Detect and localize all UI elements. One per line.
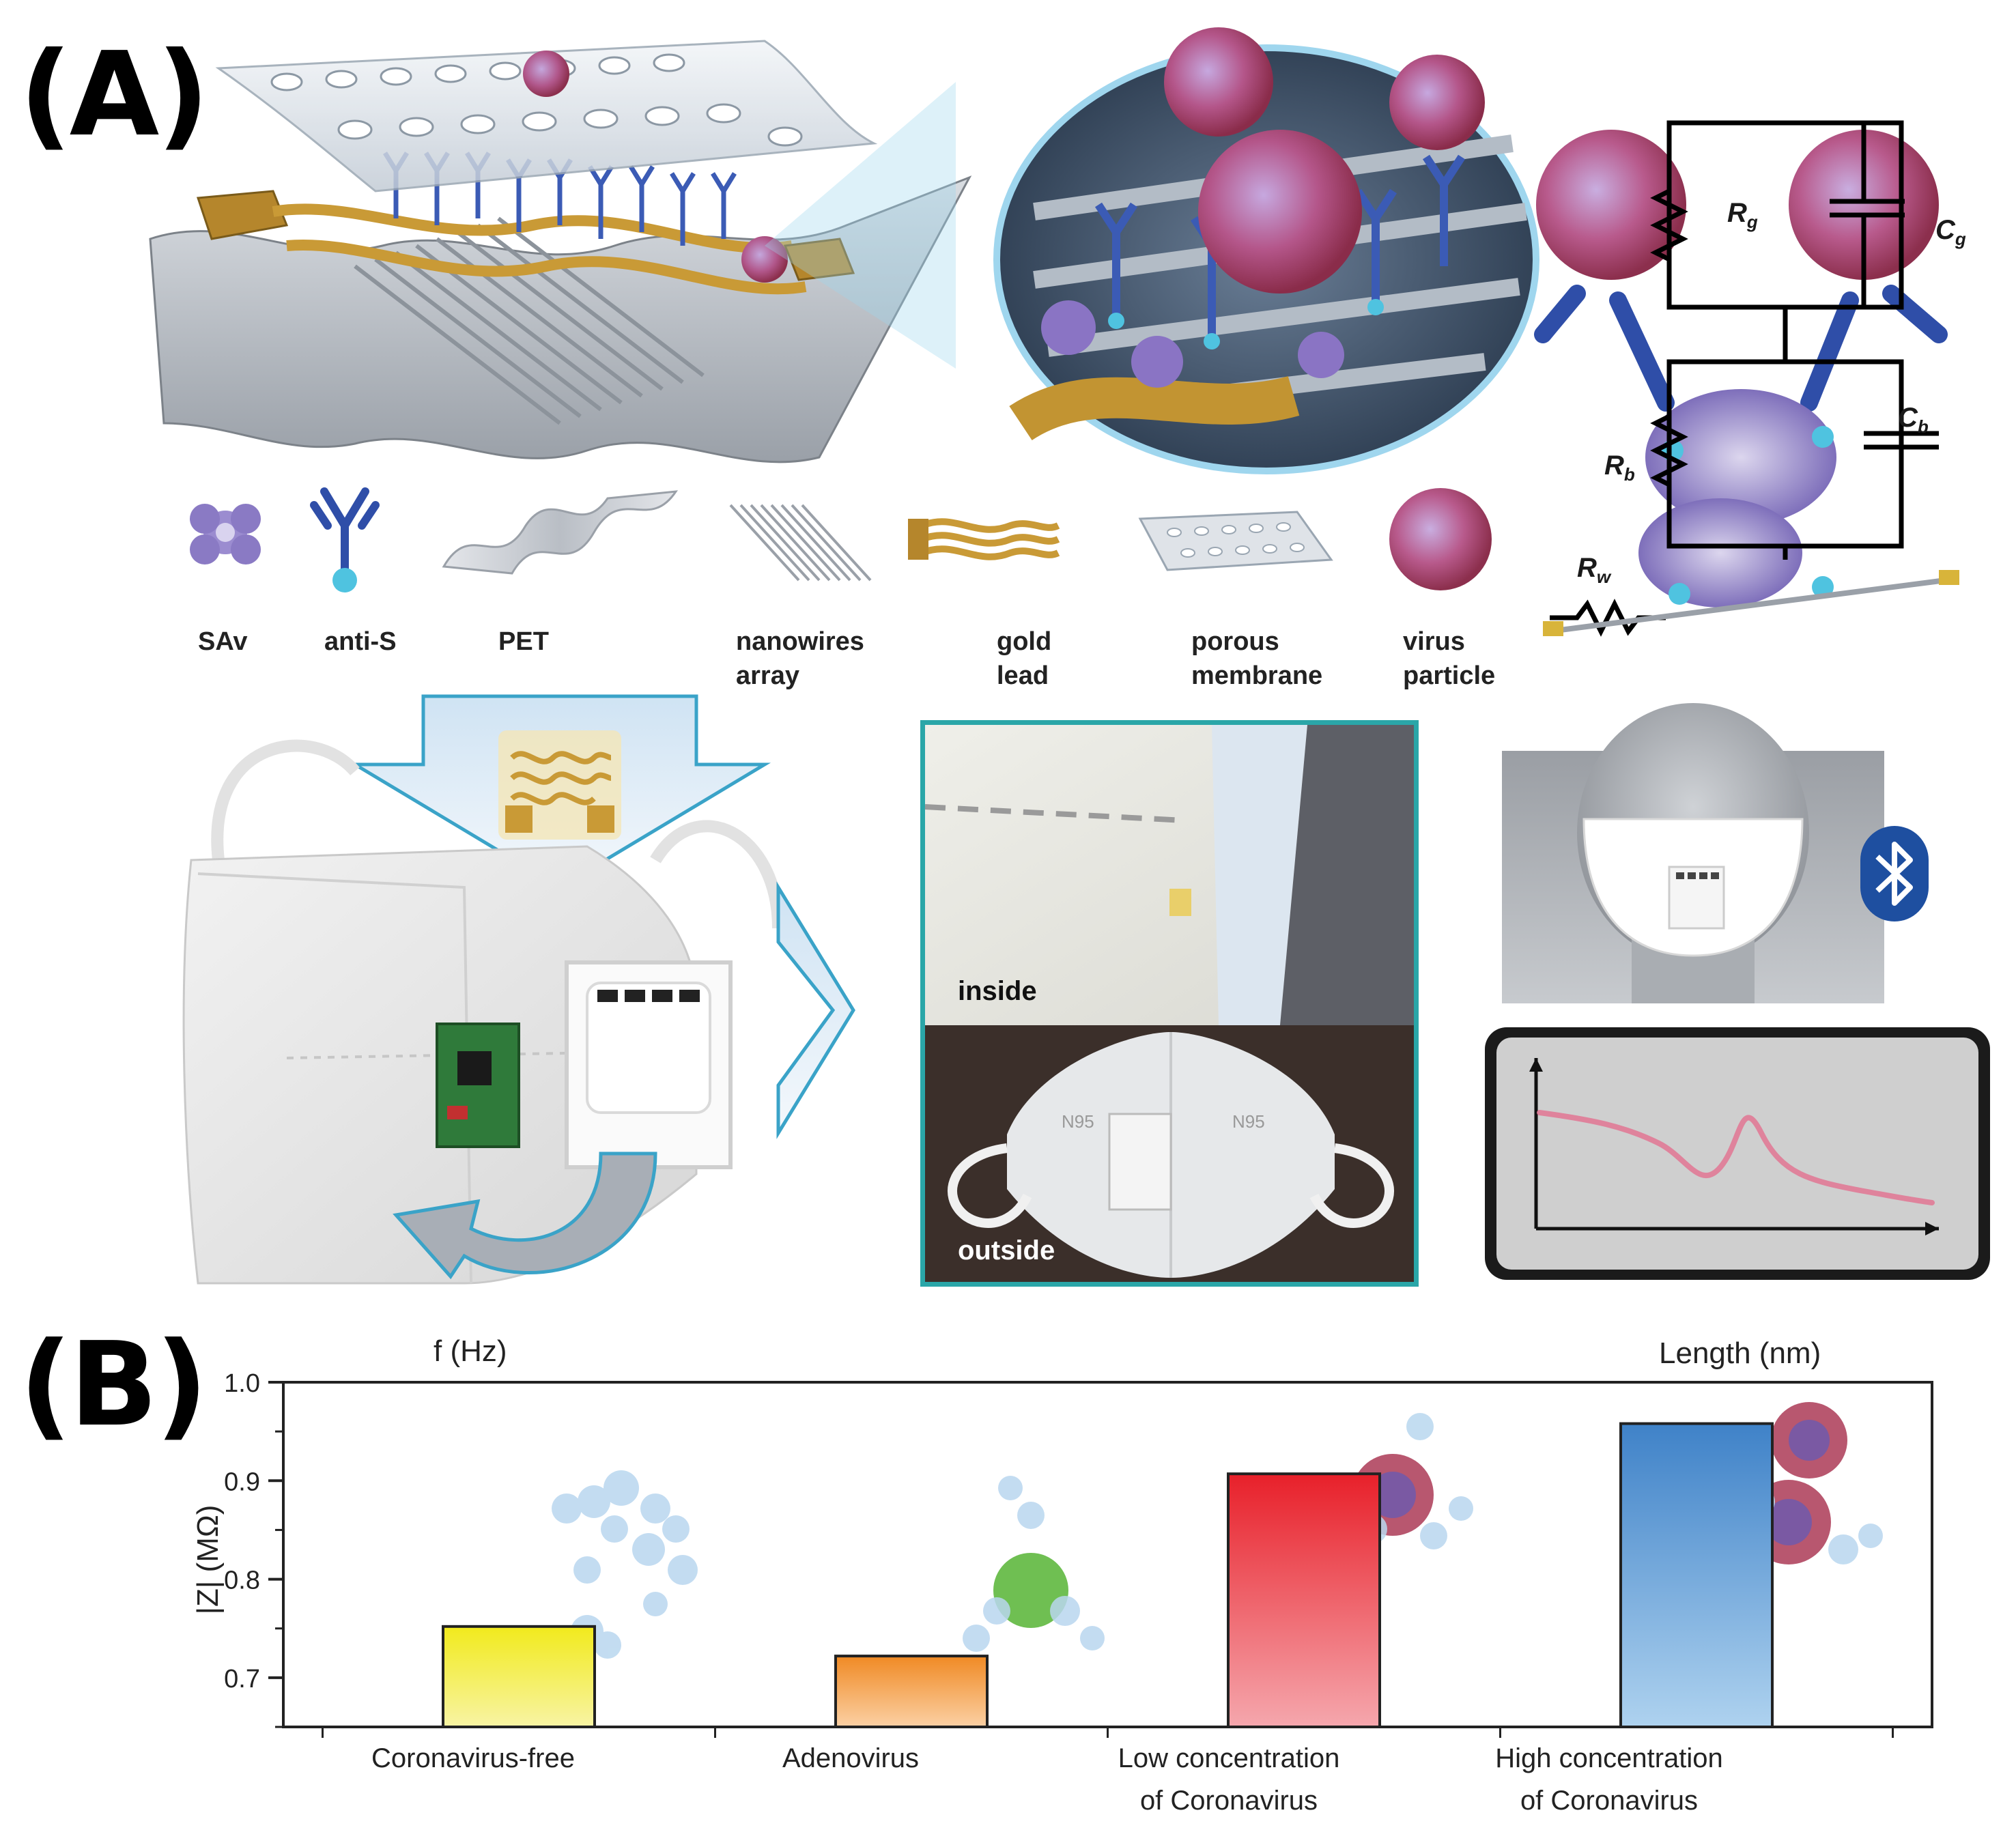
photo-inside bbox=[924, 725, 1414, 1025]
membrane-pores bbox=[270, 53, 803, 147]
label-f-hz: f (Hz) bbox=[434, 1334, 507, 1368]
category-label-coronavirus-free: Coronavirus-free bbox=[371, 1743, 575, 1773]
virus-particle-small-2 bbox=[741, 236, 788, 283]
label-rb: Rb bbox=[1604, 451, 1635, 485]
mask-brand-left: N95 bbox=[1062, 1111, 1094, 1132]
y-tick-label: 1.0 bbox=[224, 1369, 260, 1398]
bar-1 bbox=[834, 1655, 989, 1728]
equivalent-circuit bbox=[1534, 120, 1959, 637]
photo-outside: N95 N95 bbox=[925, 1025, 1414, 1282]
label-rg: Rg bbox=[1727, 198, 1758, 232]
mask-assembly-illustration bbox=[182, 694, 855, 1285]
y-tick-label: 0.8 bbox=[224, 1567, 260, 1595]
legend-label-anti-s: anti-S bbox=[324, 627, 397, 656]
sensor-stack-illustration bbox=[149, 40, 972, 463]
virus-particle-icon bbox=[1389, 488, 1492, 590]
label-outside: outside bbox=[958, 1235, 1055, 1266]
panel-label-a: (A) bbox=[19, 27, 210, 162]
photo-frame: inside N95 N95 outside bbox=[920, 720, 1419, 1287]
virus-particle-small bbox=[523, 51, 569, 97]
anti-s-icon bbox=[310, 487, 380, 577]
panel-label-b: (B) bbox=[19, 1317, 208, 1453]
particle-cluster-high-coronavirus bbox=[1731, 1402, 1883, 1566]
y-axis-title: |Z| (MΩ) bbox=[191, 1504, 225, 1615]
bar-0 bbox=[442, 1625, 596, 1729]
head-mask-illustration bbox=[1502, 703, 1884, 1003]
legend-label-pet: PET bbox=[498, 627, 549, 656]
y-tick-label: 0.7 bbox=[224, 1665, 260, 1693]
phone-screen bbox=[1485, 1027, 1990, 1280]
label-length-nm: Length (nm) bbox=[1659, 1336, 1821, 1370]
gold-lead bbox=[196, 190, 289, 240]
curved-arrow bbox=[393, 1152, 657, 1280]
sav-icon bbox=[190, 504, 261, 564]
particle-cluster-adenovirus bbox=[963, 1476, 1105, 1652]
legend-label-sav: SAv bbox=[198, 627, 248, 656]
porous-membrane-icon bbox=[1138, 511, 1333, 571]
label-cg: Cg bbox=[1935, 215, 1966, 249]
label-rw: Rw bbox=[1577, 553, 1611, 587]
bluetooth-icon bbox=[1860, 826, 1929, 921]
y-tick-label: 0.9 bbox=[224, 1468, 260, 1496]
gold-lead-wire bbox=[272, 203, 793, 254]
label-inside: inside bbox=[958, 976, 1037, 1006]
zoom-magnifier bbox=[993, 27, 1539, 474]
legend-icons bbox=[190, 487, 1492, 592]
right-arrow bbox=[776, 881, 855, 1139]
mask-brand-right: N95 bbox=[1232, 1111, 1265, 1132]
nanowires-icon bbox=[729, 504, 872, 582]
pet-icon bbox=[442, 490, 679, 575]
bar-2 bbox=[1227, 1472, 1381, 1729]
label-cb: Cb bbox=[1898, 403, 1929, 437]
bar-3 bbox=[1619, 1422, 1774, 1729]
category-label-adenovirus: Adenovirus bbox=[782, 1743, 920, 1773]
